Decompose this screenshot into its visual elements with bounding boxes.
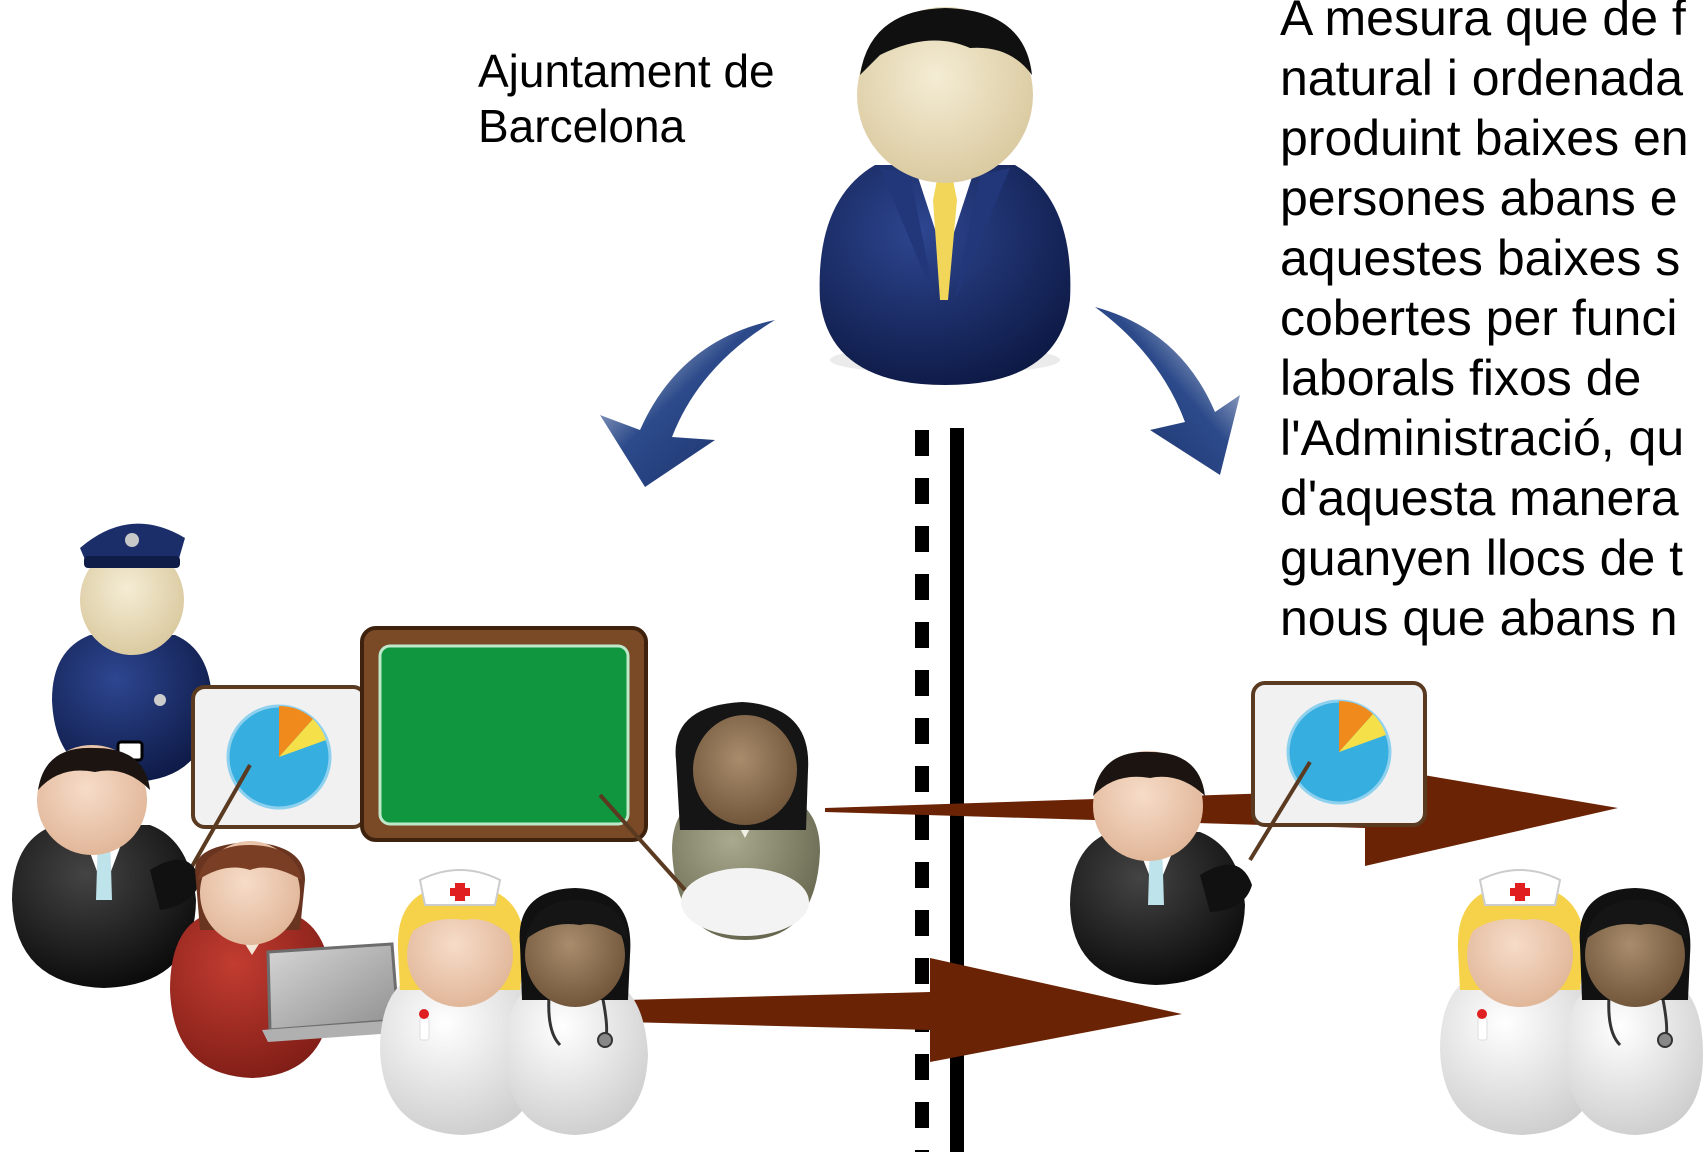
nurse-left-icon xyxy=(380,869,542,1135)
teacher-icon xyxy=(598,702,820,940)
pie-chart-board-right xyxy=(1248,681,1427,862)
police-officer-icon xyxy=(52,523,212,782)
description-text: A mesura que de f natural i ordenada pro… xyxy=(1280,0,1703,648)
organization-line-1: Ajuntament de xyxy=(478,45,775,97)
description-line: A mesura que de f xyxy=(1280,0,1686,46)
description-line: persones abans e xyxy=(1280,170,1678,226)
description-line: nous que abans n xyxy=(1280,590,1678,646)
description-line: produint baixes en xyxy=(1280,110,1689,166)
businessman-left-icon xyxy=(12,745,200,988)
nurse-right-icon xyxy=(1440,869,1602,1135)
description-line: aquestes baixes s xyxy=(1280,230,1681,286)
chalkboard xyxy=(360,626,648,842)
manager-icon xyxy=(819,7,1071,385)
description-line: d'aquesta manera xyxy=(1280,470,1679,526)
pie-chart-board-left xyxy=(188,685,367,871)
description-line: laborals fixos de xyxy=(1280,350,1642,406)
description-line: cobertes per funci xyxy=(1280,290,1678,346)
organization-line-2: Barcelona xyxy=(478,100,686,152)
description-line: l'Administració, qu xyxy=(1280,410,1685,466)
description-line: guanyen llocs de t xyxy=(1280,530,1684,586)
businessman-right-icon xyxy=(1070,751,1252,985)
doctor-left-icon xyxy=(505,888,648,1135)
organization-label: Ajuntament de Barcelona xyxy=(478,44,775,154)
woman-laptop-icon xyxy=(170,841,408,1078)
arrow-to-left-icon xyxy=(600,320,775,487)
brown-arrow-bottom xyxy=(625,958,1182,1062)
description-line: natural i ordenada xyxy=(1280,50,1684,106)
arrow-to-right-icon xyxy=(1095,307,1240,475)
doctor-right-icon xyxy=(1565,888,1703,1135)
